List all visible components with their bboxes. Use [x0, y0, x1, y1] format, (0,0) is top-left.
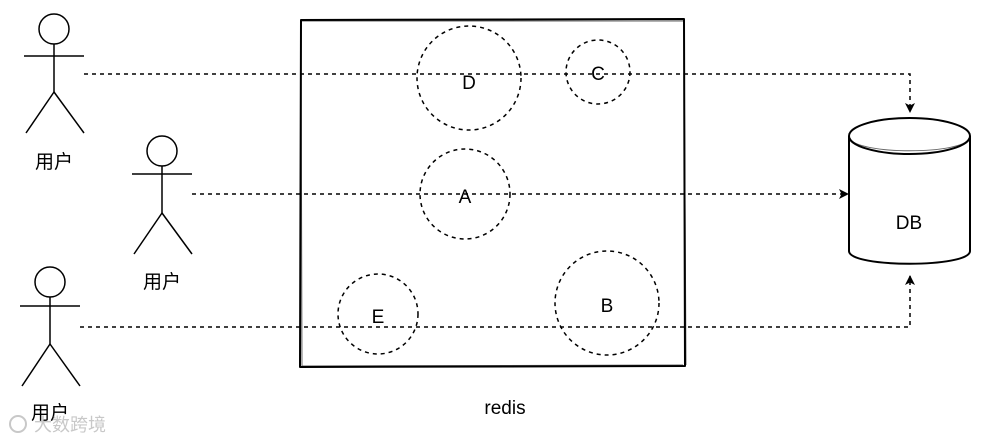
- redis-label: redis: [484, 398, 525, 419]
- user-label-2: 用户: [143, 271, 181, 293]
- key-a-label: A: [459, 187, 472, 208]
- key-d-circle: [416, 25, 522, 131]
- watermark-text: 大数跨境: [34, 415, 106, 436]
- key-d-label: D: [462, 73, 476, 94]
- key-e-circle: [337, 273, 419, 355]
- key-e-label: E: [372, 307, 385, 328]
- key-b-circle: [554, 250, 660, 356]
- redis-box: [299, 18, 686, 368]
- user-figure-1: [24, 13, 85, 134]
- db-cylinder: [848, 117, 971, 265]
- key-c-circle: [565, 39, 631, 105]
- user-label-3: 用户: [31, 402, 69, 424]
- watermark: 大数跨境: [9, 415, 106, 436]
- user-label-1: 用户: [35, 151, 73, 173]
- key-a-circle: [419, 148, 511, 240]
- request-arrow-bottom: [80, 275, 915, 328]
- key-b-label: B: [601, 296, 614, 317]
- watermark-logo-icon: [9, 415, 27, 433]
- db-label: DB: [896, 213, 922, 234]
- user-figure-2: [132, 135, 193, 255]
- user-figure-3: [20, 266, 81, 387]
- key-c-label: C: [591, 64, 605, 85]
- request-arrow-top: [84, 73, 915, 113]
